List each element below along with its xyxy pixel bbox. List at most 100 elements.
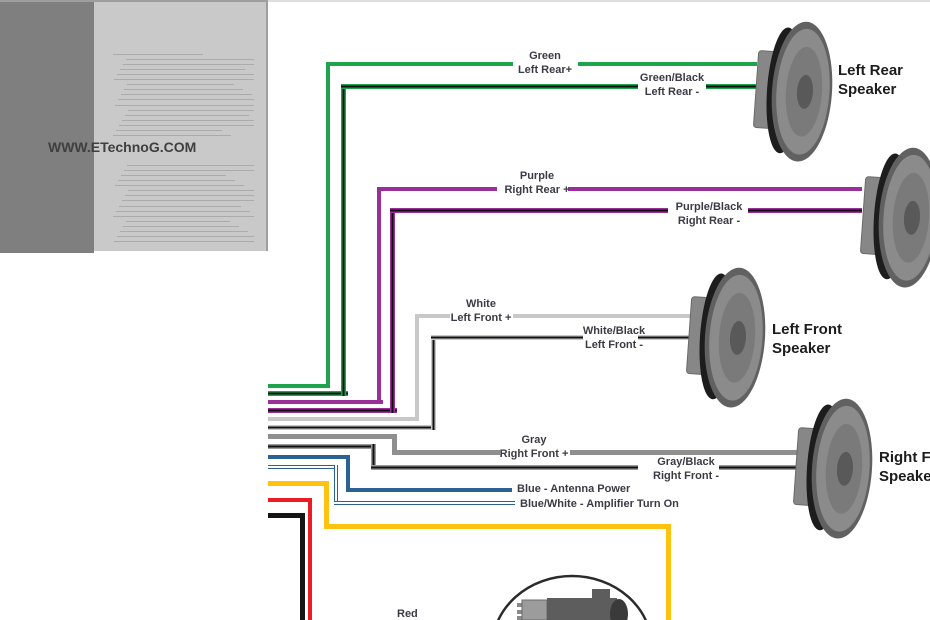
head-unit-vent-line — [121, 94, 252, 95]
wire-blue-white-segment — [334, 501, 515, 505]
head-unit-vent-line — [113, 135, 231, 136]
head-unit-vent-line — [127, 165, 254, 166]
head-unit-vent-line — [113, 54, 203, 55]
wire-purple-segment — [377, 187, 497, 191]
wire-white-segment — [268, 417, 419, 421]
head-unit-vent-line — [122, 120, 254, 121]
wire-black-segment — [300, 513, 305, 620]
top-border-line — [0, 0, 930, 2]
wire-purple-segment — [568, 187, 862, 191]
head-unit-vent-line — [122, 200, 254, 201]
wire-blue-segment — [268, 455, 350, 459]
wire-color-name: Gray/Black — [657, 456, 715, 468]
wire-color-name: Green/Black — [639, 72, 705, 84]
wire-function-name: Left Front - — [584, 339, 644, 351]
head-unit-vent-line — [127, 84, 234, 85]
wire-white-black-segment — [431, 335, 583, 340]
head-unit-vent-line — [126, 221, 230, 222]
head-unit-vent-line — [118, 99, 254, 100]
wire-function-name: Right Rear - — [677, 215, 741, 227]
wire-green-black-segment — [706, 84, 757, 89]
wire-color-name: Green — [529, 50, 561, 62]
wire-color-name: White/Black — [582, 325, 646, 337]
head-unit-vent-line — [115, 105, 254, 106]
head-unit-vent-line — [120, 69, 245, 70]
wire-gray-segment — [392, 450, 500, 455]
head-unit-vent-line — [116, 130, 222, 131]
wire-gray-black-segment — [719, 465, 798, 470]
motor-icon — [517, 589, 628, 620]
wire-function-name: Left Front + — [450, 312, 512, 324]
wire-yellow-segment — [268, 481, 329, 486]
speaker-label-line2: Speaker — [772, 340, 831, 357]
wire-blue-segment — [346, 455, 350, 492]
speaker-label-line1: Right Fr — [879, 449, 930, 466]
wire-purple-segment — [268, 400, 383, 404]
head-unit-vent-line — [125, 115, 249, 116]
wire-white-segment — [513, 314, 691, 318]
head-unit-vent-line — [115, 185, 244, 186]
head-unit-vent-line — [123, 64, 254, 65]
head-unit-vent-line — [119, 206, 241, 207]
head-unit-vent-line — [117, 74, 254, 75]
head-unit-vent-line — [124, 170, 254, 171]
wire-function-name: Right Rear + — [504, 184, 570, 196]
wire-green-segment — [326, 62, 513, 66]
wire-green-segment — [268, 384, 330, 388]
wire-function-name: Right Front + — [499, 448, 569, 460]
head-unit-vent-line — [128, 110, 254, 111]
wire-black-segment — [268, 513, 305, 518]
wire-purple-black-segment — [390, 208, 668, 213]
speaker-label-line1: Left Front — [772, 321, 842, 338]
head-unit-vent-line — [120, 231, 248, 232]
wire-red-segment — [308, 498, 312, 620]
wire-yellow-segment — [324, 524, 671, 529]
wire-purple-black-segment — [748, 208, 862, 213]
wire-blue-segment — [346, 488, 512, 492]
head-unit-vent-line — [126, 59, 254, 60]
wire-purple-black-segment — [390, 208, 395, 413]
wire-label-blue-white: Blue/White - Amplifier Turn On — [520, 498, 679, 510]
wire-gray-black-segment — [371, 444, 376, 470]
wire-green-segment — [326, 62, 330, 388]
wire-green-black-segment — [341, 84, 638, 89]
wire-yellow-segment — [666, 524, 671, 620]
wire-function-name: Left Rear+ — [517, 64, 573, 76]
head-unit-vent-line — [123, 226, 239, 227]
wire-green-black-segment — [268, 391, 348, 396]
wire-blue-white-segment — [334, 465, 338, 505]
wire-green-black-segment — [341, 84, 346, 396]
wire-purple-segment — [377, 187, 381, 404]
wire-white-black-segment — [638, 335, 690, 340]
wire-red-segment — [268, 498, 312, 502]
wire-gray-black-segment — [268, 444, 376, 449]
head-unit-vent-line — [116, 211, 250, 212]
head-unit-vent-line — [118, 180, 235, 181]
speaker-label-line2: Speaker — [838, 81, 897, 98]
wire-gray-segment — [392, 434, 397, 455]
wire-gray-segment — [570, 450, 798, 455]
head-unit-left-panel — [0, 2, 94, 253]
wire-gray-segment — [268, 434, 397, 439]
wire-yellow-segment — [324, 481, 329, 529]
wire-blue-white-segment — [268, 465, 338, 469]
wire-label-red: Red — [397, 608, 418, 620]
head-unit-vent-line — [128, 190, 254, 191]
head-unit: WWW.ETechnoG.COM — [0, 0, 268, 253]
wire-function-name: Left Rear - — [644, 86, 700, 98]
head-unit-vent-line — [125, 195, 254, 196]
wire-gray-black-segment — [371, 465, 638, 470]
wire-purple-black-segment — [268, 408, 397, 413]
head-unit-watermark: WWW.ETechnoG.COM — [48, 139, 197, 155]
speaker-label-right-front: Right FrSpeake — [879, 448, 930, 486]
wire-color-name: Gray — [521, 434, 547, 446]
wire-color-name: Purple — [519, 170, 555, 182]
